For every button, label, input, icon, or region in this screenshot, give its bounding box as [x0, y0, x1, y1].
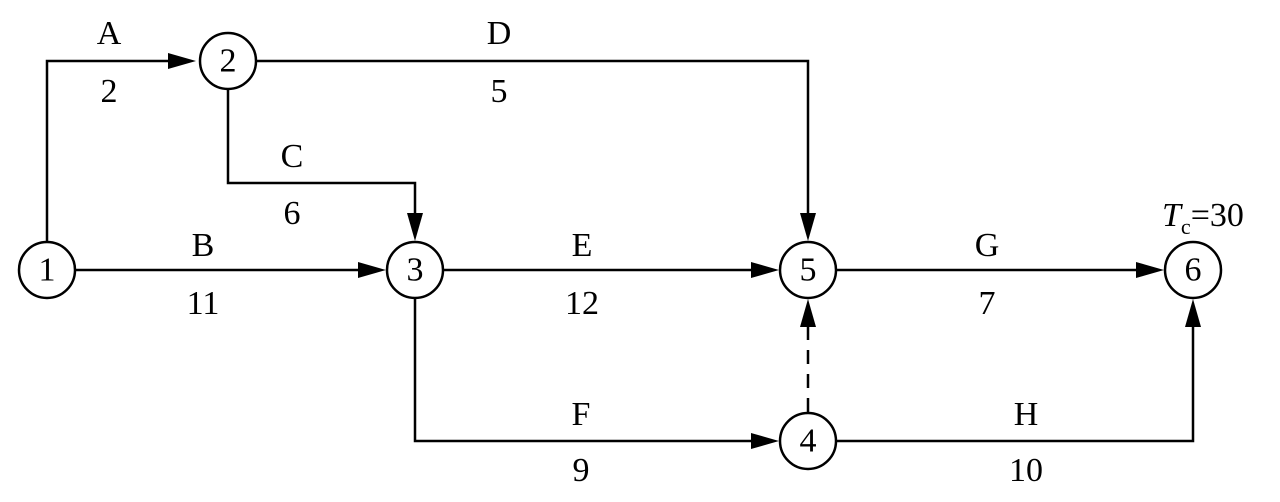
node-2: 2: [198, 31, 258, 91]
node-4-circle: [778, 411, 838, 471]
edge-d: [256, 59, 810, 216]
activity-b-duration: 11: [187, 285, 220, 322]
node-3-circle: [385, 240, 445, 300]
arrowhead-a: [168, 53, 196, 69]
activity-f-name: F: [572, 396, 591, 433]
activity-c-name: C: [281, 138, 304, 175]
activity-d-name: D: [487, 15, 512, 52]
node-1: 1: [17, 240, 77, 300]
total-duration-label: Tc=30: [1162, 197, 1244, 239]
activity-h-name: H: [1014, 396, 1039, 433]
tc-value: =30: [1191, 197, 1244, 234]
arrowhead-b: [358, 262, 386, 278]
node-1-label: 1: [39, 252, 56, 289]
arrowhead-g: [1136, 262, 1164, 278]
arrowhead-e: [751, 262, 779, 278]
activity-f-duration: 9: [573, 452, 590, 489]
activity-d-duration: 5: [491, 73, 508, 110]
activity-c-duration: 6: [284, 195, 301, 232]
node-2-label: 2: [220, 43, 237, 80]
node-3: 3: [385, 240, 445, 300]
node-4-label: 4: [800, 423, 817, 460]
node-3-label: 3: [407, 252, 424, 289]
edge-c: [226, 89, 417, 216]
node-6-label: 6: [1185, 252, 1202, 289]
node-6: 6: [1163, 240, 1223, 300]
arrowhead-h: [1185, 299, 1201, 327]
tc-subscript: c: [1181, 214, 1191, 239]
arrowhead-f: [751, 433, 779, 449]
node-4: 4: [778, 411, 838, 471]
tc-symbol: T: [1162, 197, 1183, 234]
activity-e-duration: 12: [565, 285, 599, 322]
edge-f: [413, 298, 753, 443]
node-6-circle: [1163, 240, 1223, 300]
edge-a: [45, 59, 170, 243]
activity-a-name: A: [97, 15, 122, 52]
activity-g-duration: 7: [979, 285, 996, 322]
arrowhead-d: [800, 213, 816, 241]
node-5-label: 5: [800, 252, 817, 289]
node-1-circle: [17, 240, 77, 300]
arrowhead-c: [407, 213, 423, 241]
arrowhead-dummy: [800, 299, 816, 327]
activity-g-name: G: [975, 227, 1000, 264]
activity-h-duration: 10: [1009, 452, 1043, 489]
activity-e-name: E: [572, 227, 593, 264]
node-5: 5: [778, 240, 838, 300]
node-5-circle: [778, 240, 838, 300]
activity-a-duration: 2: [101, 73, 118, 110]
edge-h: [837, 325, 1195, 443]
activity-b-name: B: [192, 227, 215, 264]
node-2-circle: [198, 31, 258, 91]
